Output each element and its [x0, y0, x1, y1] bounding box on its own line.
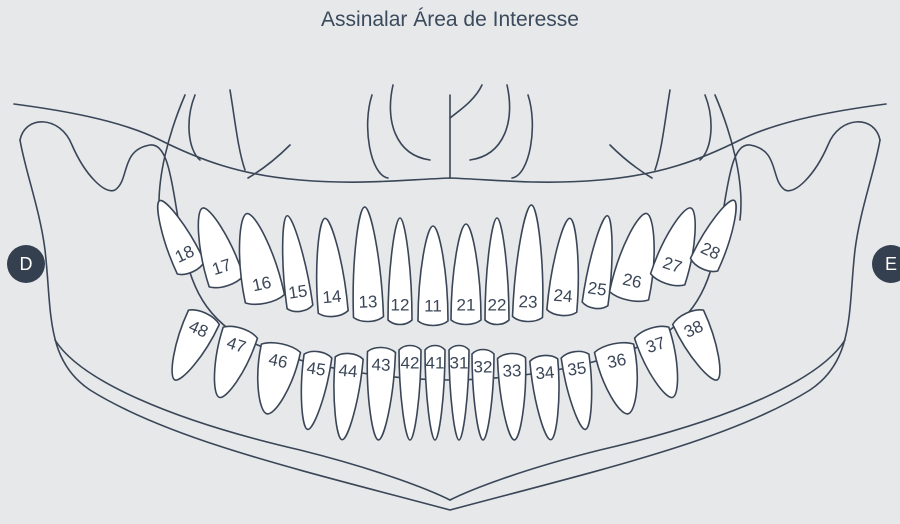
- tooth-shape[interactable]: [689, 194, 748, 275]
- tooth-shape[interactable]: [350, 207, 384, 322]
- tooth-11[interactable]: 11: [418, 226, 448, 326]
- tooth-23[interactable]: 23: [512, 205, 546, 322]
- tooth-shape[interactable]: [512, 205, 546, 322]
- tooth-shape[interactable]: [546, 217, 584, 317]
- tooth-34[interactable]: 34: [529, 354, 564, 441]
- tooth-43[interactable]: 43: [364, 347, 395, 440]
- tooth-42[interactable]: 42: [399, 346, 421, 441]
- tooth-shape[interactable]: [247, 340, 301, 418]
- tooth-33[interactable]: 33: [497, 353, 528, 440]
- tooth-shape[interactable]: [310, 217, 348, 318]
- tooth-22[interactable]: 22: [485, 218, 509, 325]
- tooth-28[interactable]: 28: [689, 194, 748, 275]
- tooth-41[interactable]: 41: [425, 346, 445, 441]
- tooth-shape[interactable]: [472, 350, 494, 441]
- tooth-46[interactable]: 46: [247, 340, 301, 418]
- tooth-shape[interactable]: [529, 354, 564, 441]
- tooth-shape[interactable]: [159, 306, 221, 387]
- tooth-shape[interactable]: [399, 346, 421, 441]
- tooth-32[interactable]: 32: [472, 350, 494, 441]
- tooth-shape[interactable]: [671, 306, 733, 387]
- tooth-shape[interactable]: [451, 224, 481, 325]
- tooth-13[interactable]: 13: [350, 207, 384, 322]
- tooth-38[interactable]: 38: [671, 306, 733, 387]
- tooth-21[interactable]: 21: [451, 224, 481, 325]
- tooth-shape[interactable]: [388, 218, 412, 325]
- tooth-shape[interactable]: [364, 347, 395, 440]
- tooth-shape[interactable]: [425, 346, 445, 441]
- skull-outline: [14, 85, 886, 510]
- tooth-12[interactable]: 12: [388, 218, 412, 325]
- tooth-24[interactable]: 24: [546, 217, 584, 317]
- tooth-14[interactable]: 14: [310, 217, 348, 318]
- tooth-45[interactable]: 45: [294, 350, 333, 432]
- tooth-shape[interactable]: [418, 226, 448, 326]
- tooth-shape[interactable]: [449, 346, 469, 441]
- tooth-shape[interactable]: [328, 352, 363, 441]
- tooth-44[interactable]: 44: [328, 352, 363, 441]
- tooth-shape[interactable]: [497, 353, 528, 440]
- tooth-31[interactable]: 31: [449, 346, 469, 441]
- right-side-button[interactable]: D: [7, 245, 45, 283]
- tooth-shape[interactable]: [485, 218, 509, 325]
- tooth-48[interactable]: 48: [159, 306, 221, 387]
- tooth-shape[interactable]: [294, 350, 333, 432]
